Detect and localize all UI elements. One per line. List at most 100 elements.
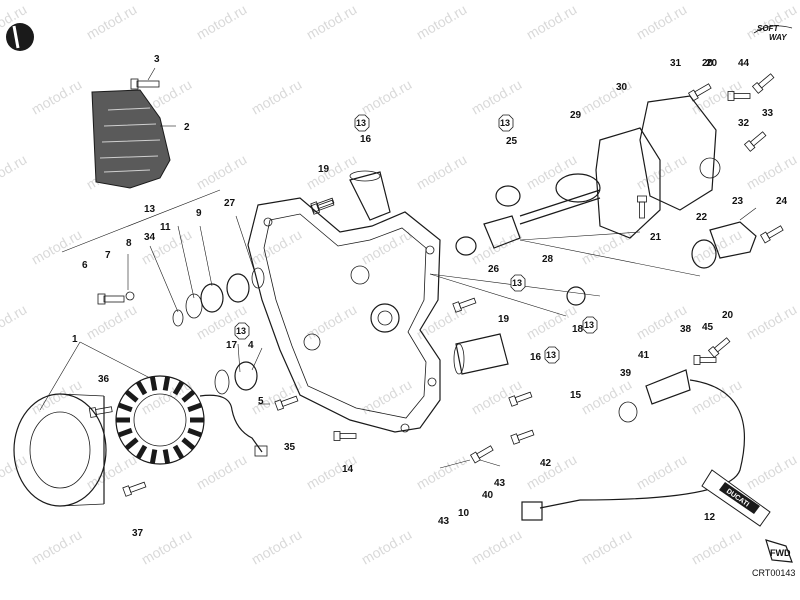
forward-indicator: FWD [765, 539, 793, 563]
watermark-text: motod.ru [689, 526, 745, 567]
watermark-text: motod.ru [524, 1, 580, 42]
watermark-text: motod.ru [304, 301, 360, 342]
callout-3: 3 [154, 54, 160, 65]
symbol-marker: 13 [582, 316, 598, 334]
watermark-text: motod.ru [579, 526, 635, 567]
bearing-set-left [172, 267, 265, 395]
watermark-text: motod.ru [469, 526, 525, 567]
callout-45: 45 [702, 322, 714, 333]
stator-tooth [172, 380, 185, 396]
callout-35: 35 [284, 442, 296, 453]
bolt [693, 355, 717, 365]
watermark-text: motod.ru [249, 376, 305, 417]
softway-logo: SOFT WAY [753, 24, 793, 42]
brand-line1: SOFT [757, 24, 779, 33]
callout-7: 7 [105, 250, 111, 261]
pickup-sensor [521, 369, 745, 521]
generator-rotor [13, 393, 107, 507]
leader-line [479, 459, 501, 467]
watermark-text: motod.ru [634, 151, 690, 192]
stator-tooth [135, 380, 148, 396]
symbol-marker: 13 [234, 322, 250, 340]
water-pump-shaft [519, 173, 601, 225]
watermark-text: motod.ru [139, 526, 195, 567]
callout-20: 20 [702, 58, 714, 69]
watermark-layer: motod.ru motod.ru motod.ru motod.ru motod.ru… [0, 1, 800, 567]
watermark-text: motod.ru [304, 151, 360, 192]
leader-line [429, 273, 567, 317]
watermark-text: motod.ru [194, 151, 250, 192]
watermark-text: motod.ru [689, 376, 745, 417]
fwd-label: FWD [770, 548, 791, 558]
watermark-text: motod.ru [469, 76, 525, 117]
bushing-25 [495, 185, 521, 207]
pump-cover-30 [595, 127, 661, 239]
symbol-marker-label: 13 [512, 278, 522, 288]
bolt [727, 91, 751, 101]
watermark-text: motod.ru [84, 301, 140, 342]
watermark-text: motod.ru [414, 151, 470, 192]
leader-line [739, 207, 757, 221]
callout-20: 20 [706, 58, 718, 69]
callout-37: 37 [132, 528, 144, 539]
leader-line [235, 215, 255, 271]
sealant-tube: DUCATI [701, 469, 771, 527]
watermark-text: motod.ru [359, 376, 415, 417]
callout-34: 34 [144, 232, 156, 243]
bolt [760, 225, 784, 244]
bolt [637, 195, 647, 219]
callout-1: 1 [72, 334, 78, 345]
callout-26: 26 [488, 264, 500, 275]
callout-16: 16 [530, 352, 542, 363]
symbol-marker: 13 [544, 346, 560, 364]
stator-tooth [124, 437, 139, 451]
stator-tooth [124, 389, 139, 403]
callout-28: 28 [542, 254, 554, 265]
watermark-text: motod.ru [29, 76, 85, 117]
callout-13: 13 [144, 204, 156, 215]
watermark-text: motod.ru [0, 301, 29, 342]
stator-tooth [149, 376, 158, 391]
stator-tooth [162, 376, 171, 391]
leader-line [519, 231, 641, 241]
callout-17: 17 [226, 340, 238, 351]
bushing-18 [566, 286, 586, 306]
leader-line [251, 347, 263, 371]
callout-21: 21 [650, 232, 662, 243]
callout-41: 41 [638, 350, 650, 361]
symbol-marker-label: 13 [356, 118, 366, 128]
watermark-text: motod.ru [29, 526, 85, 567]
watermark-text: motod.ru [524, 451, 580, 492]
watermark-text: motod.ru [524, 151, 580, 192]
callout-labels: 1234567891011121314151616171819192020202… [72, 54, 788, 539]
drawing-code: CRT00143 [752, 568, 795, 578]
bolt [751, 73, 775, 94]
callout-38: 38 [680, 324, 692, 335]
brand-line2: WAY [769, 33, 787, 42]
o-ring-22 [691, 239, 717, 269]
callout-19: 19 [318, 164, 330, 175]
callout-33: 33 [762, 108, 774, 119]
stator-tooth [172, 444, 185, 460]
fitting-23 [709, 221, 757, 259]
symbol-marker-label: 13 [236, 326, 246, 336]
callout-18: 18 [572, 324, 584, 335]
stator-tooth [181, 437, 196, 451]
watermark-text: motod.ru [414, 451, 470, 492]
callout-29: 29 [570, 110, 582, 121]
watermark-text: motod.ru [469, 376, 525, 417]
callout-23: 23 [732, 196, 744, 207]
callout-43: 43 [438, 516, 450, 527]
callout-6: 6 [82, 260, 88, 271]
watermark-text: motod.ru [689, 76, 745, 117]
leader-line [519, 239, 701, 277]
watermark-text: motod.ru [84, 1, 140, 42]
bolt [452, 297, 477, 313]
bolt-layer [88, 73, 784, 497]
symbol-marker-label: 13 [584, 320, 594, 330]
watermark-text: motod.ru [634, 301, 690, 342]
watermark-text: motod.ru [249, 526, 305, 567]
bolt [707, 337, 731, 358]
